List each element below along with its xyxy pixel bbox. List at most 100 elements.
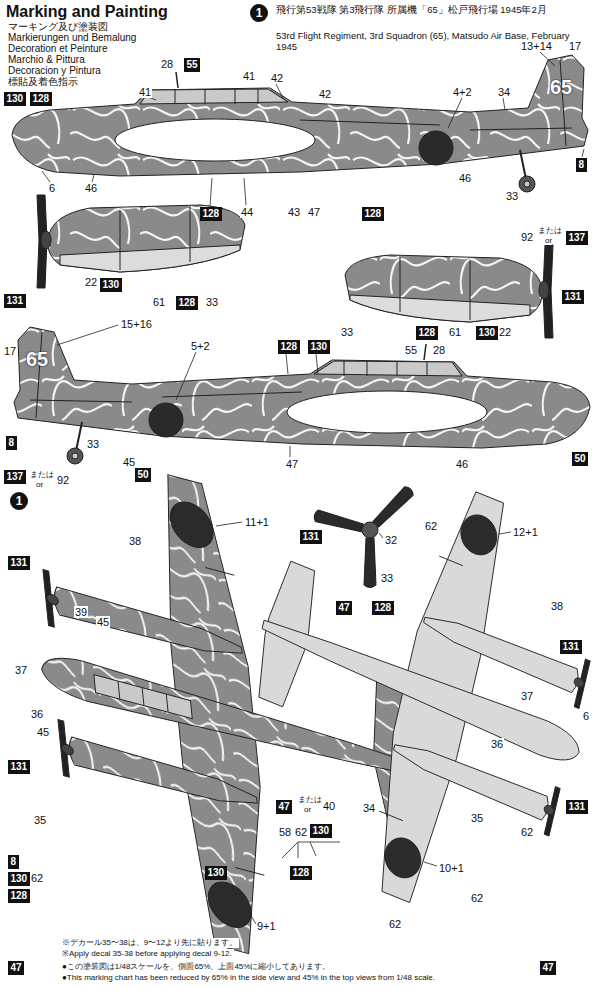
- paint-callout: 128: [8, 889, 30, 903]
- decal-number: 10+1: [438, 862, 465, 874]
- decal-number-text: 33: [206, 296, 218, 308]
- decal-number-text: 42: [319, 88, 331, 100]
- decal-number: 6: [48, 182, 56, 194]
- decal-number-text: 11+1: [245, 516, 269, 528]
- callout-number: 131: [303, 531, 320, 543]
- paint-callout: 128: [290, 866, 312, 880]
- decal-number: 13+14: [520, 40, 553, 52]
- decal-number: 62: [424, 520, 438, 532]
- paint-callout: 130: [8, 872, 30, 886]
- callout-number: 131: [7, 295, 24, 307]
- callout-number: 131: [11, 761, 28, 773]
- decal-number: 38: [550, 600, 564, 612]
- paint-callout: 55: [184, 58, 200, 72]
- decal-number: 35: [470, 812, 484, 824]
- callout-number: 130: [7, 93, 24, 105]
- decal-number: 6: [582, 710, 590, 722]
- paint-callout: 47: [8, 961, 24, 975]
- decal-number-text: 45: [37, 726, 49, 738]
- paint-callout: 128: [200, 207, 222, 221]
- decal-number-text: 34: [498, 86, 510, 98]
- paint-callout: 130: [100, 278, 122, 292]
- callout-number: 130: [208, 867, 225, 879]
- decal-number-text: 39: [75, 606, 87, 618]
- or-note-text: または: [538, 226, 562, 235]
- decal-number-text: 61: [449, 326, 461, 338]
- heading-translation: Markierungen und Bemalung: [8, 32, 136, 43]
- callout-number: 47: [339, 602, 350, 614]
- paint-callout: 131: [560, 640, 582, 654]
- heading-translation-text: Markierungen und Bemalung: [8, 32, 136, 43]
- decal-number-text: 17: [4, 345, 16, 357]
- decal-number: 62: [30, 872, 44, 884]
- decal-number-text: 46: [459, 172, 471, 184]
- callout-number: 47: [279, 801, 290, 813]
- instruction-note: ※Apply decal 35-38 before applying decal…: [60, 949, 234, 959]
- heading-translation: マーキング及び塗装図: [8, 21, 108, 32]
- decal-number-text: 62: [521, 826, 533, 838]
- decal-number-text: 28: [433, 344, 445, 356]
- decal-number: 15+16: [120, 318, 153, 330]
- decal-number-text: 33: [87, 438, 99, 450]
- heading-translation: 標貼及着色指示: [8, 76, 78, 87]
- decal-number: 34: [362, 802, 376, 814]
- scheme-badge: 1: [250, 4, 268, 22]
- paint-callout: 47: [336, 601, 352, 615]
- heading-translation-text: マーキング及び塗装図: [8, 21, 108, 32]
- decal-number: 33: [340, 326, 354, 338]
- decal-number: 39: [74, 606, 88, 618]
- decal-number: 45: [96, 616, 110, 628]
- or-note: または: [538, 226, 562, 235]
- decal-number: 46: [84, 182, 98, 194]
- callout-number: 137: [7, 471, 24, 483]
- decal-number-text: 36: [491, 738, 503, 750]
- tail-code-text: 65: [26, 348, 48, 370]
- decal-number: 58: [278, 826, 292, 838]
- callout-number: 128: [179, 297, 196, 309]
- decal-number: 36: [490, 738, 504, 750]
- decal-number-text: 38: [129, 535, 141, 547]
- decal-number-text: 33: [506, 190, 518, 202]
- decal-number: 42: [270, 72, 284, 84]
- decal-number-text: 62: [389, 918, 401, 930]
- paint-callout: 8: [8, 855, 19, 869]
- decal-number: 37: [14, 664, 28, 676]
- decal-number: 45: [122, 456, 136, 468]
- scheme-title: 飛行第53戦隊 第3飛行隊 所属機「65」松戸飛行場 1945年2月: [276, 4, 588, 15]
- decal-number-text: 46: [456, 458, 468, 470]
- heading-translation: Decoration et Peinture: [8, 43, 108, 54]
- callout-number: 131: [565, 291, 582, 303]
- or-note: or: [304, 805, 311, 814]
- decal-number: 55: [404, 344, 418, 356]
- callout-number: 128: [11, 890, 28, 902]
- callout-number: 8: [9, 437, 15, 449]
- heading-translation-text: Decoration et Peinture: [8, 43, 108, 54]
- callout-number: 128: [419, 327, 436, 339]
- callout-number: 128: [281, 341, 298, 353]
- decal-number: 47: [307, 206, 321, 218]
- decal-number: 9+1: [256, 920, 277, 932]
- decal-number: 33: [86, 438, 100, 450]
- callout-number: 47: [11, 962, 22, 974]
- decal-number-text: 92: [521, 231, 533, 243]
- decal-number: 46: [455, 458, 469, 470]
- callout-number: 130: [11, 873, 28, 885]
- callout-number: 128: [203, 208, 220, 220]
- callout-number: 128: [293, 867, 310, 879]
- tail-code-text: 65: [550, 76, 572, 98]
- decal-number-text: 6: [49, 182, 55, 194]
- paint-callout: 131: [300, 530, 322, 544]
- decal-number: 28: [160, 58, 174, 70]
- decal-number-text: 42: [271, 72, 283, 84]
- paint-callout: 130: [4, 92, 26, 106]
- decal-number-text: 46: [85, 182, 97, 194]
- decal-number-text: 37: [521, 690, 533, 702]
- decal-number-text: 4+2: [453, 86, 472, 98]
- instruction-note-text: ●This marking chart has been reduced by …: [62, 973, 435, 982]
- callout-number: 8: [11, 856, 17, 868]
- scheme-badge: 1: [10, 492, 28, 510]
- callout-number: 128: [365, 208, 382, 220]
- decal-number: 92: [520, 231, 534, 243]
- instruction-note-text: ※デカール35〜38は、9〜12より先に貼ります。: [62, 938, 237, 947]
- decal-number-text: 41: [243, 70, 255, 82]
